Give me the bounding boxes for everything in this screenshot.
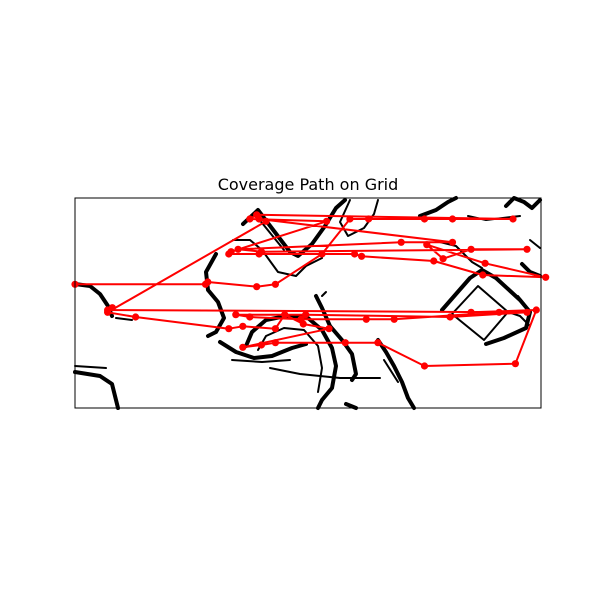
- coverage-waypoint: [257, 248, 265, 256]
- grid-wall: [73, 370, 120, 410]
- grid-wall: [204, 252, 226, 338]
- coverage-waypoint: [246, 313, 254, 321]
- coverage-waypoint: [495, 308, 503, 316]
- coverage-waypoint: [281, 311, 289, 319]
- coverage-waypoint: [271, 325, 279, 333]
- coverage-waypoint: [374, 339, 382, 347]
- coverage-waypoint: [542, 273, 550, 281]
- coverage-path-series: [71, 211, 550, 370]
- coverage-waypoint: [255, 215, 263, 223]
- grid-wall: [241, 198, 347, 258]
- coverage-waypoint: [257, 341, 265, 349]
- coverage-waypoint: [108, 304, 116, 312]
- coverage-waypoint: [341, 339, 349, 347]
- coverage-waypoint: [362, 315, 370, 323]
- coverage-waypoint: [232, 311, 240, 319]
- coverage-waypoint: [346, 215, 354, 223]
- coverage-waypoint: [239, 343, 247, 351]
- coverage-waypoint: [420, 362, 429, 370]
- coverage-waypoint: [390, 315, 398, 323]
- coverage-waypoint: [302, 311, 310, 319]
- axes-frame: [74, 197, 542, 409]
- coverage-waypoint: [239, 322, 247, 330]
- coverage-waypoint: [297, 315, 305, 323]
- plot-area: [71, 196, 550, 410]
- grid-wall: [269, 367, 381, 379]
- grid-wall: [218, 340, 308, 360]
- coverage-waypoint: [532, 306, 540, 314]
- coverage-waypoint: [318, 250, 326, 258]
- coverage-waypoint: [511, 360, 519, 368]
- coverage-waypoint: [225, 250, 233, 258]
- coverage-waypoint: [430, 257, 438, 265]
- coverage-waypoint: [351, 250, 359, 258]
- coverage-waypoint: [420, 215, 429, 223]
- coverage-waypoint: [262, 217, 270, 225]
- coverage-waypoint: [325, 325, 333, 333]
- coverage-waypoint: [246, 215, 254, 223]
- grid-wall: [321, 291, 327, 297]
- coverage-waypoint: [253, 283, 261, 291]
- coverage-waypoint: [467, 245, 475, 253]
- grid-wall: [231, 359, 291, 363]
- coverage-waypoint: [423, 241, 431, 249]
- grid-wall: [314, 294, 358, 382]
- grid-wall: [418, 196, 458, 218]
- coverage-waypoint: [132, 313, 140, 321]
- coverage-waypoint: [397, 238, 405, 246]
- coverage-waypoint: [271, 280, 279, 288]
- coverage-waypoint: [225, 325, 233, 333]
- grid-wall: [383, 359, 399, 383]
- coverage-waypoint: [323, 217, 331, 225]
- coverage-waypoint: [448, 238, 457, 246]
- coverage-waypoint: [271, 339, 279, 347]
- coverage-waypoint: [479, 271, 487, 279]
- coverage-waypoint: [365, 215, 373, 223]
- grid-wall: [344, 402, 358, 410]
- coverage-waypoint: [448, 215, 457, 223]
- coverage-waypoint: [467, 308, 475, 316]
- coverage-waypoint: [204, 278, 212, 286]
- grid-wall: [517, 295, 527, 307]
- grid-wall: [439, 241, 483, 269]
- grid-wall: [529, 239, 541, 249]
- coverage-waypoint: [523, 245, 531, 253]
- coverage-waypoint: [481, 259, 489, 267]
- coverage-waypoint: [446, 313, 454, 321]
- grid-wall: [232, 239, 323, 277]
- coverage-waypoint: [523, 308, 531, 316]
- plot-background: [75, 198, 541, 408]
- coverage-waypoint: [509, 215, 517, 223]
- grid-wall: [504, 196, 542, 210]
- coverage-waypoint: [234, 245, 242, 253]
- grid-wall: [339, 199, 379, 237]
- chart-title: Coverage Path on Grid: [218, 175, 399, 194]
- grid-wall: [74, 365, 107, 369]
- grid-wall: [115, 317, 133, 321]
- grid-wall: [376, 338, 416, 410]
- coverage-waypoint: [439, 255, 447, 263]
- grid-wall: [257, 327, 323, 393]
- coverage-waypoint: [358, 252, 366, 260]
